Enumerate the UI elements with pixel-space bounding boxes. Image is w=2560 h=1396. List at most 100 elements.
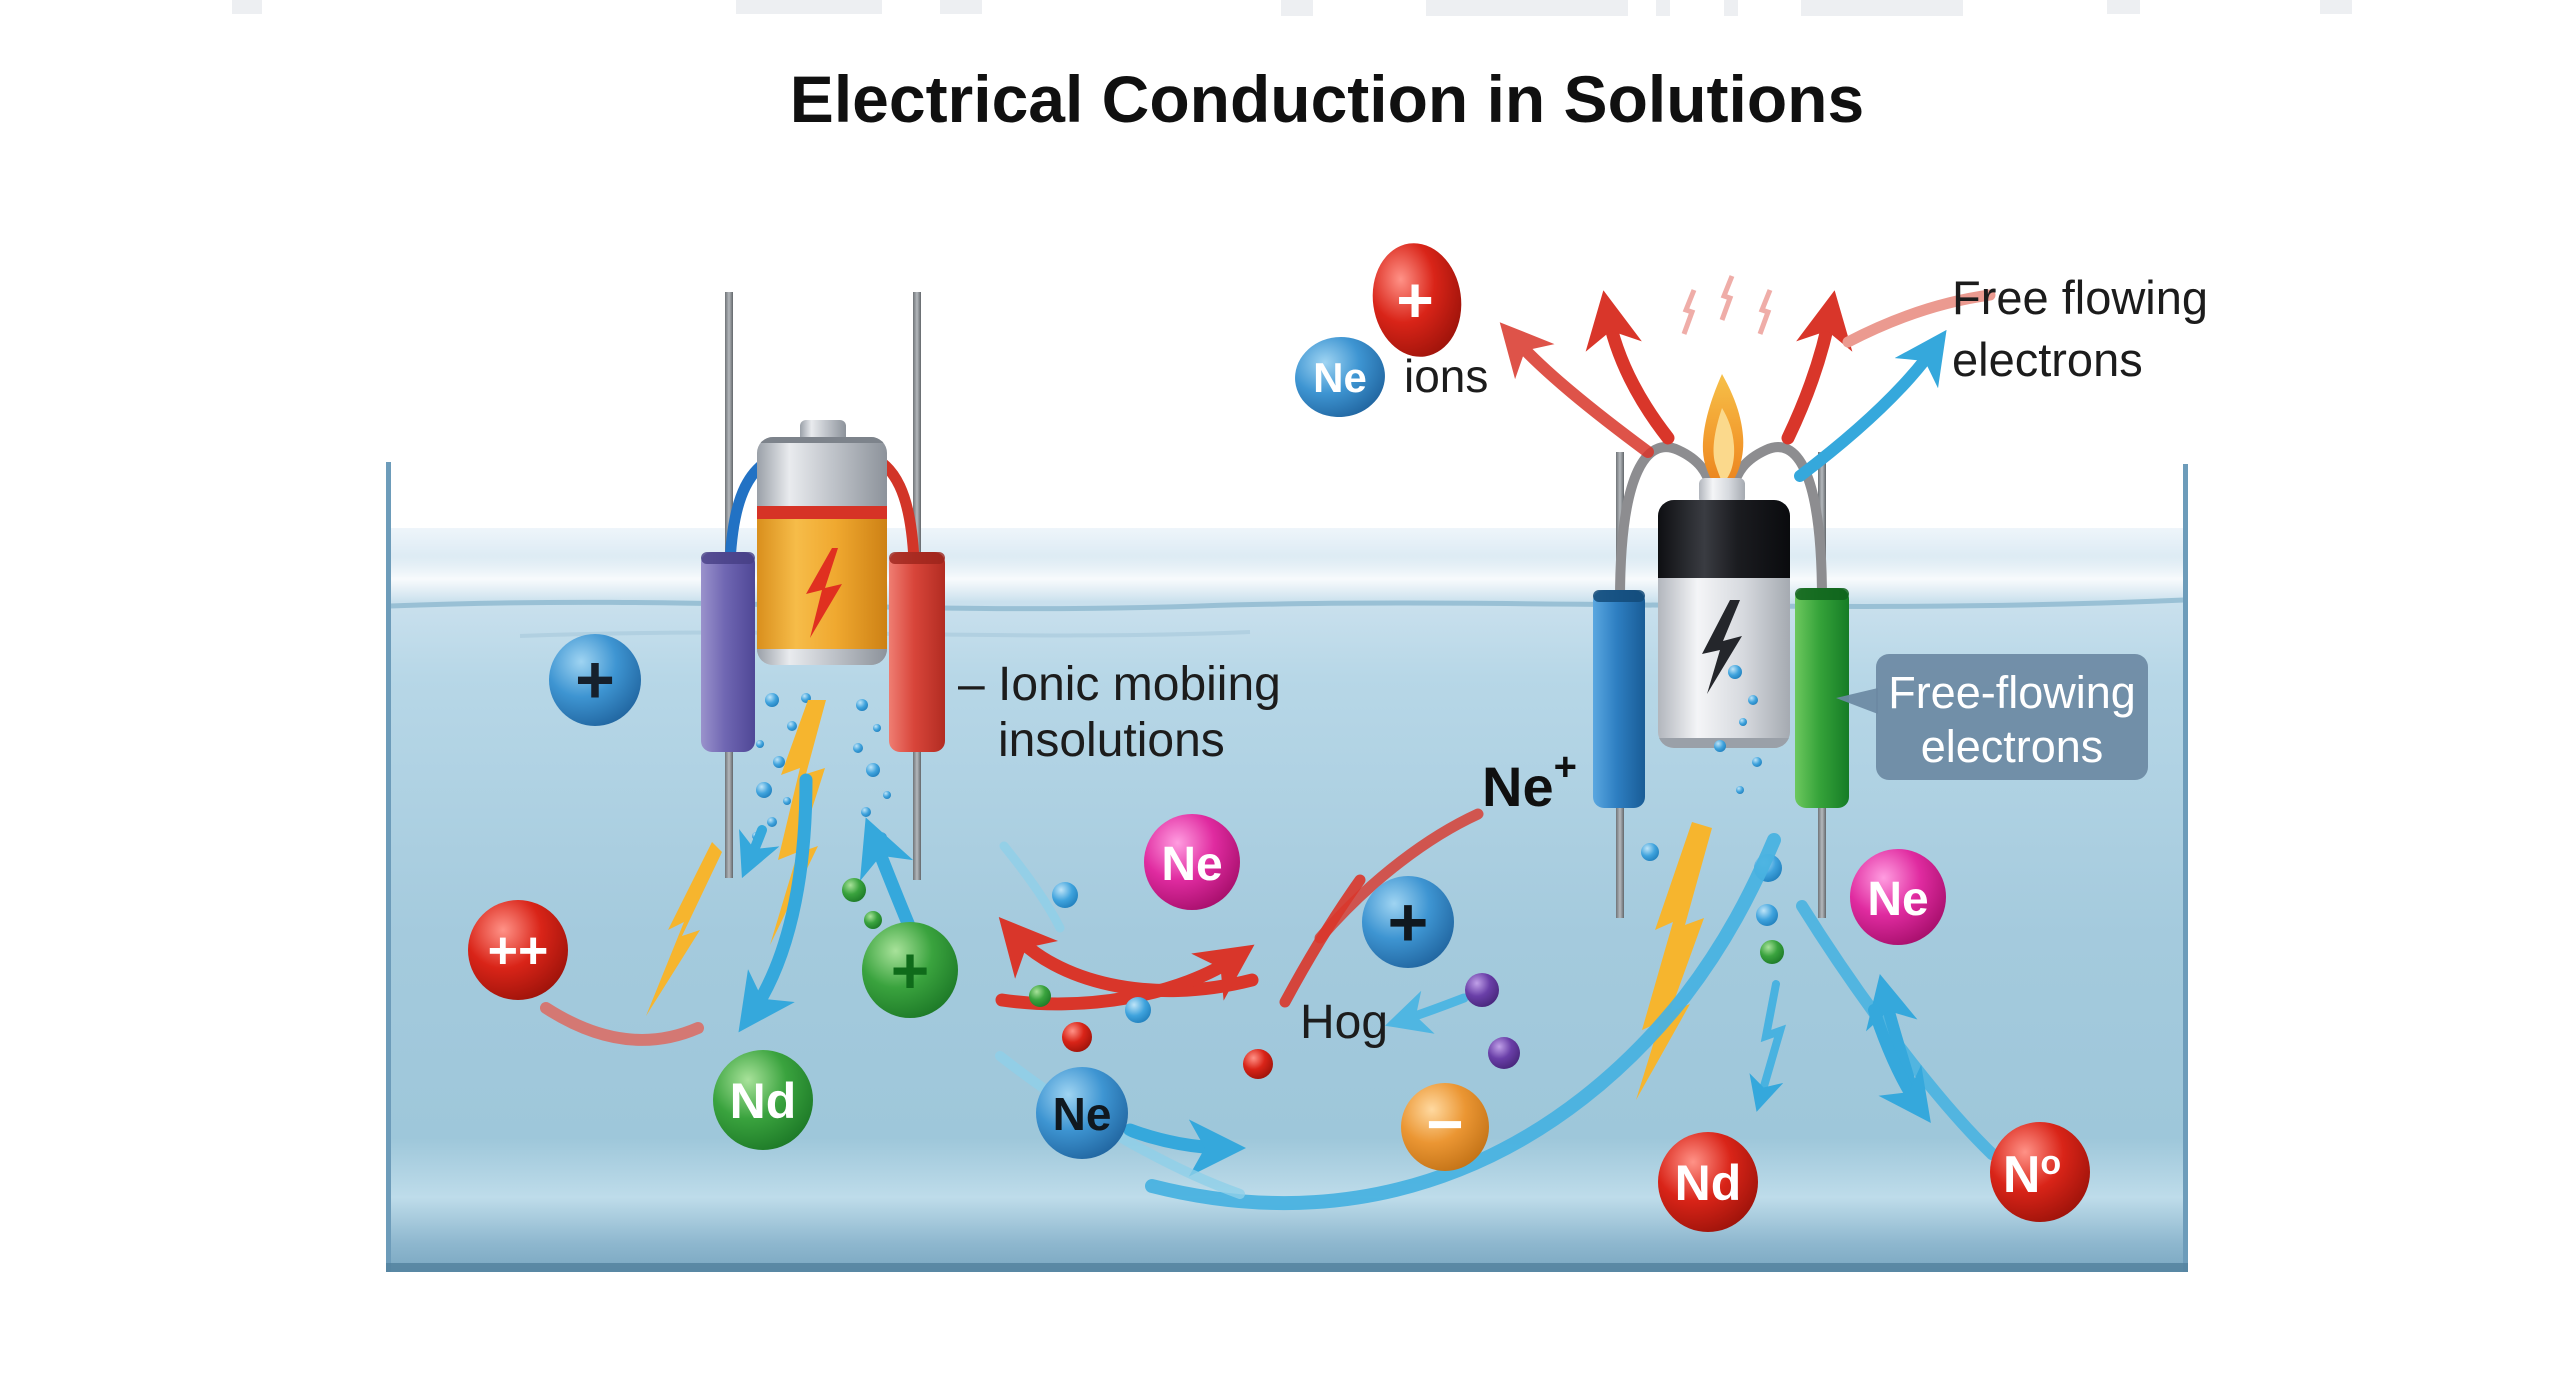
red-arrow-fan-right <box>1781 290 1853 445</box>
legend-blue-ne-ion <box>1295 336 1385 418</box>
red-arc-under-plusplus <box>540 1002 704 1046</box>
ion-label: + <box>1388 883 1429 961</box>
free-flowing-callout: Free-flowing electrons <box>1836 654 2148 780</box>
red-arrow-fan-left-1 <box>1585 290 1675 445</box>
small-green-sphere-3 <box>864 911 882 929</box>
blue-arrow-fan-right <box>1794 329 1947 482</box>
hog-label: Hog <box>1300 996 1388 1049</box>
dark-lightning-icon <box>1702 600 1742 694</box>
red-lightning-icon <box>806 548 842 638</box>
ion-blue-plus-center: + <box>1362 876 1454 968</box>
yellow-bolt-left-2 <box>646 842 722 1016</box>
ion-orange-minus: − <box>1401 1083 1489 1171</box>
callout-box <box>1876 654 2148 780</box>
spark-marks <box>1681 275 1773 335</box>
small-red-sphere-1 <box>1062 1022 1092 1052</box>
legend-red-plus-ion <box>1372 243 1462 357</box>
water-surface-haze <box>390 556 2184 602</box>
small-purple-sphere-1 <box>1465 973 1499 1007</box>
yellow-bolt-right <box>1636 822 1712 1100</box>
ion-blue-plus-left: + <box>549 634 641 726</box>
ion-label: Nd <box>1675 1155 1742 1211</box>
ion-spheres: + ++ + Nd Ne Ne + − <box>468 634 2090 1232</box>
ion-red-nd: Nd <box>1658 1132 1758 1232</box>
left-rod-1 <box>725 292 733 560</box>
green-electrode-cap <box>1795 588 1849 600</box>
ion-magenta-ne-right: Ne <box>1850 849 1946 945</box>
blue-arrow-small-down <box>739 825 780 879</box>
ion-label: Nd <box>730 1073 797 1129</box>
ion-label-sup: o <box>2040 1144 2061 1182</box>
ion-label: Ne <box>1161 838 1222 891</box>
free-flowing-text-line2: electrons <box>1952 333 2143 386</box>
ion-red-n-zero: No <box>1990 1122 2090 1222</box>
purple-electrode <box>701 552 755 752</box>
ion-label: + <box>575 642 615 718</box>
legend-ne-label: Ne <box>1313 354 1367 401</box>
green-electrode <box>1795 588 1849 808</box>
ionic-label-line2: insolutions <box>998 714 1225 767</box>
small-particles <box>842 878 1520 1079</box>
purple-electrode-cap <box>701 552 755 564</box>
small-green-sphere-2 <box>842 878 866 902</box>
small-green-sphere-1 <box>1029 985 1051 1007</box>
left-rod-2-lower <box>913 750 921 880</box>
blue-arrow-long-down <box>738 773 813 1033</box>
svg-text:Ne+: Ne+ <box>1482 745 1577 818</box>
right-battery-terminal <box>1699 478 1745 504</box>
diagram-title: Electrical Conduction in Solutions <box>790 62 1864 136</box>
small-purple-sphere-2 <box>1488 1037 1520 1069</box>
teal-faint-lower <box>995 1051 1245 1199</box>
double-arrow-down <box>1868 1004 1931 1123</box>
ion-green-nd: Nd <box>713 1050 813 1150</box>
small-green-sphere-right <box>1760 940 1784 964</box>
gray-wire-left <box>1615 442 1716 605</box>
blue-arrow-ne-right <box>1123 1119 1247 1177</box>
left-rod-1-lower <box>725 750 733 878</box>
teal-swoop-a <box>1145 833 1781 1211</box>
red-electrode-cap <box>889 552 945 564</box>
ion-label: + <box>891 933 930 1007</box>
legend-plus-label: + <box>1396 264 1433 336</box>
flow-arrows <box>540 289 1998 1211</box>
ion-label-base: N <box>2003 1146 2041 1204</box>
candle-flame-inner <box>1713 408 1735 483</box>
svg-text:No: No <box>2003 1144 2061 1204</box>
free-flowing-text-line1: Free flowing <box>1952 271 2208 324</box>
ne-plus-sup: + <box>1554 745 1577 789</box>
annotations: – Ionic mobiing insolutions Ne+ Hog <box>958 658 1577 1049</box>
ion-label: ++ <box>488 922 549 980</box>
blue-electrode <box>1593 590 1645 808</box>
small-blue-sphere-2 <box>1125 997 1151 1023</box>
callout-tail <box>1836 688 1878 714</box>
right-rod-1-lower <box>1616 798 1624 918</box>
ion-label: − <box>1426 1088 1463 1160</box>
callout-line1: Free-flowing <box>1888 667 2136 718</box>
gray-wire-right <box>1728 442 1827 605</box>
left-battery <box>757 437 887 665</box>
tank-wall-left <box>386 462 391 1272</box>
yellow-bolt-left-1 <box>770 700 826 945</box>
right-battery-assembly: Free-flowing electrons <box>1593 275 2148 1112</box>
left-battery-assembly <box>646 292 945 1016</box>
tank-bottom-edge <box>386 1263 2188 1272</box>
small-blue-sphere-1 <box>1052 882 1078 908</box>
ne-plus-base: Ne <box>1482 755 1554 818</box>
ion-red-plusplus: ++ <box>468 900 568 1000</box>
blue-electrode-cap <box>1593 590 1645 602</box>
top-artifact-bars <box>232 0 2352 16</box>
water-surface-line <box>389 597 2185 612</box>
ionic-label-line1: – Ionic mobiing <box>958 658 1281 711</box>
red-faded-curve <box>1842 289 1996 348</box>
small-red-sphere-2 <box>1243 1049 1273 1079</box>
ion-label: Ne <box>1053 1088 1112 1140</box>
left-rod-2 <box>913 292 921 560</box>
callout-line2: electrons <box>1921 721 2104 772</box>
teal-faint-upper <box>999 841 1065 933</box>
ions-text: ions <box>1404 350 1488 402</box>
hog-pointer-arrow <box>1384 990 1469 1034</box>
right-rod-2-lower <box>1818 798 1826 918</box>
ion-blue-ne: Ne <box>1036 1067 1128 1159</box>
